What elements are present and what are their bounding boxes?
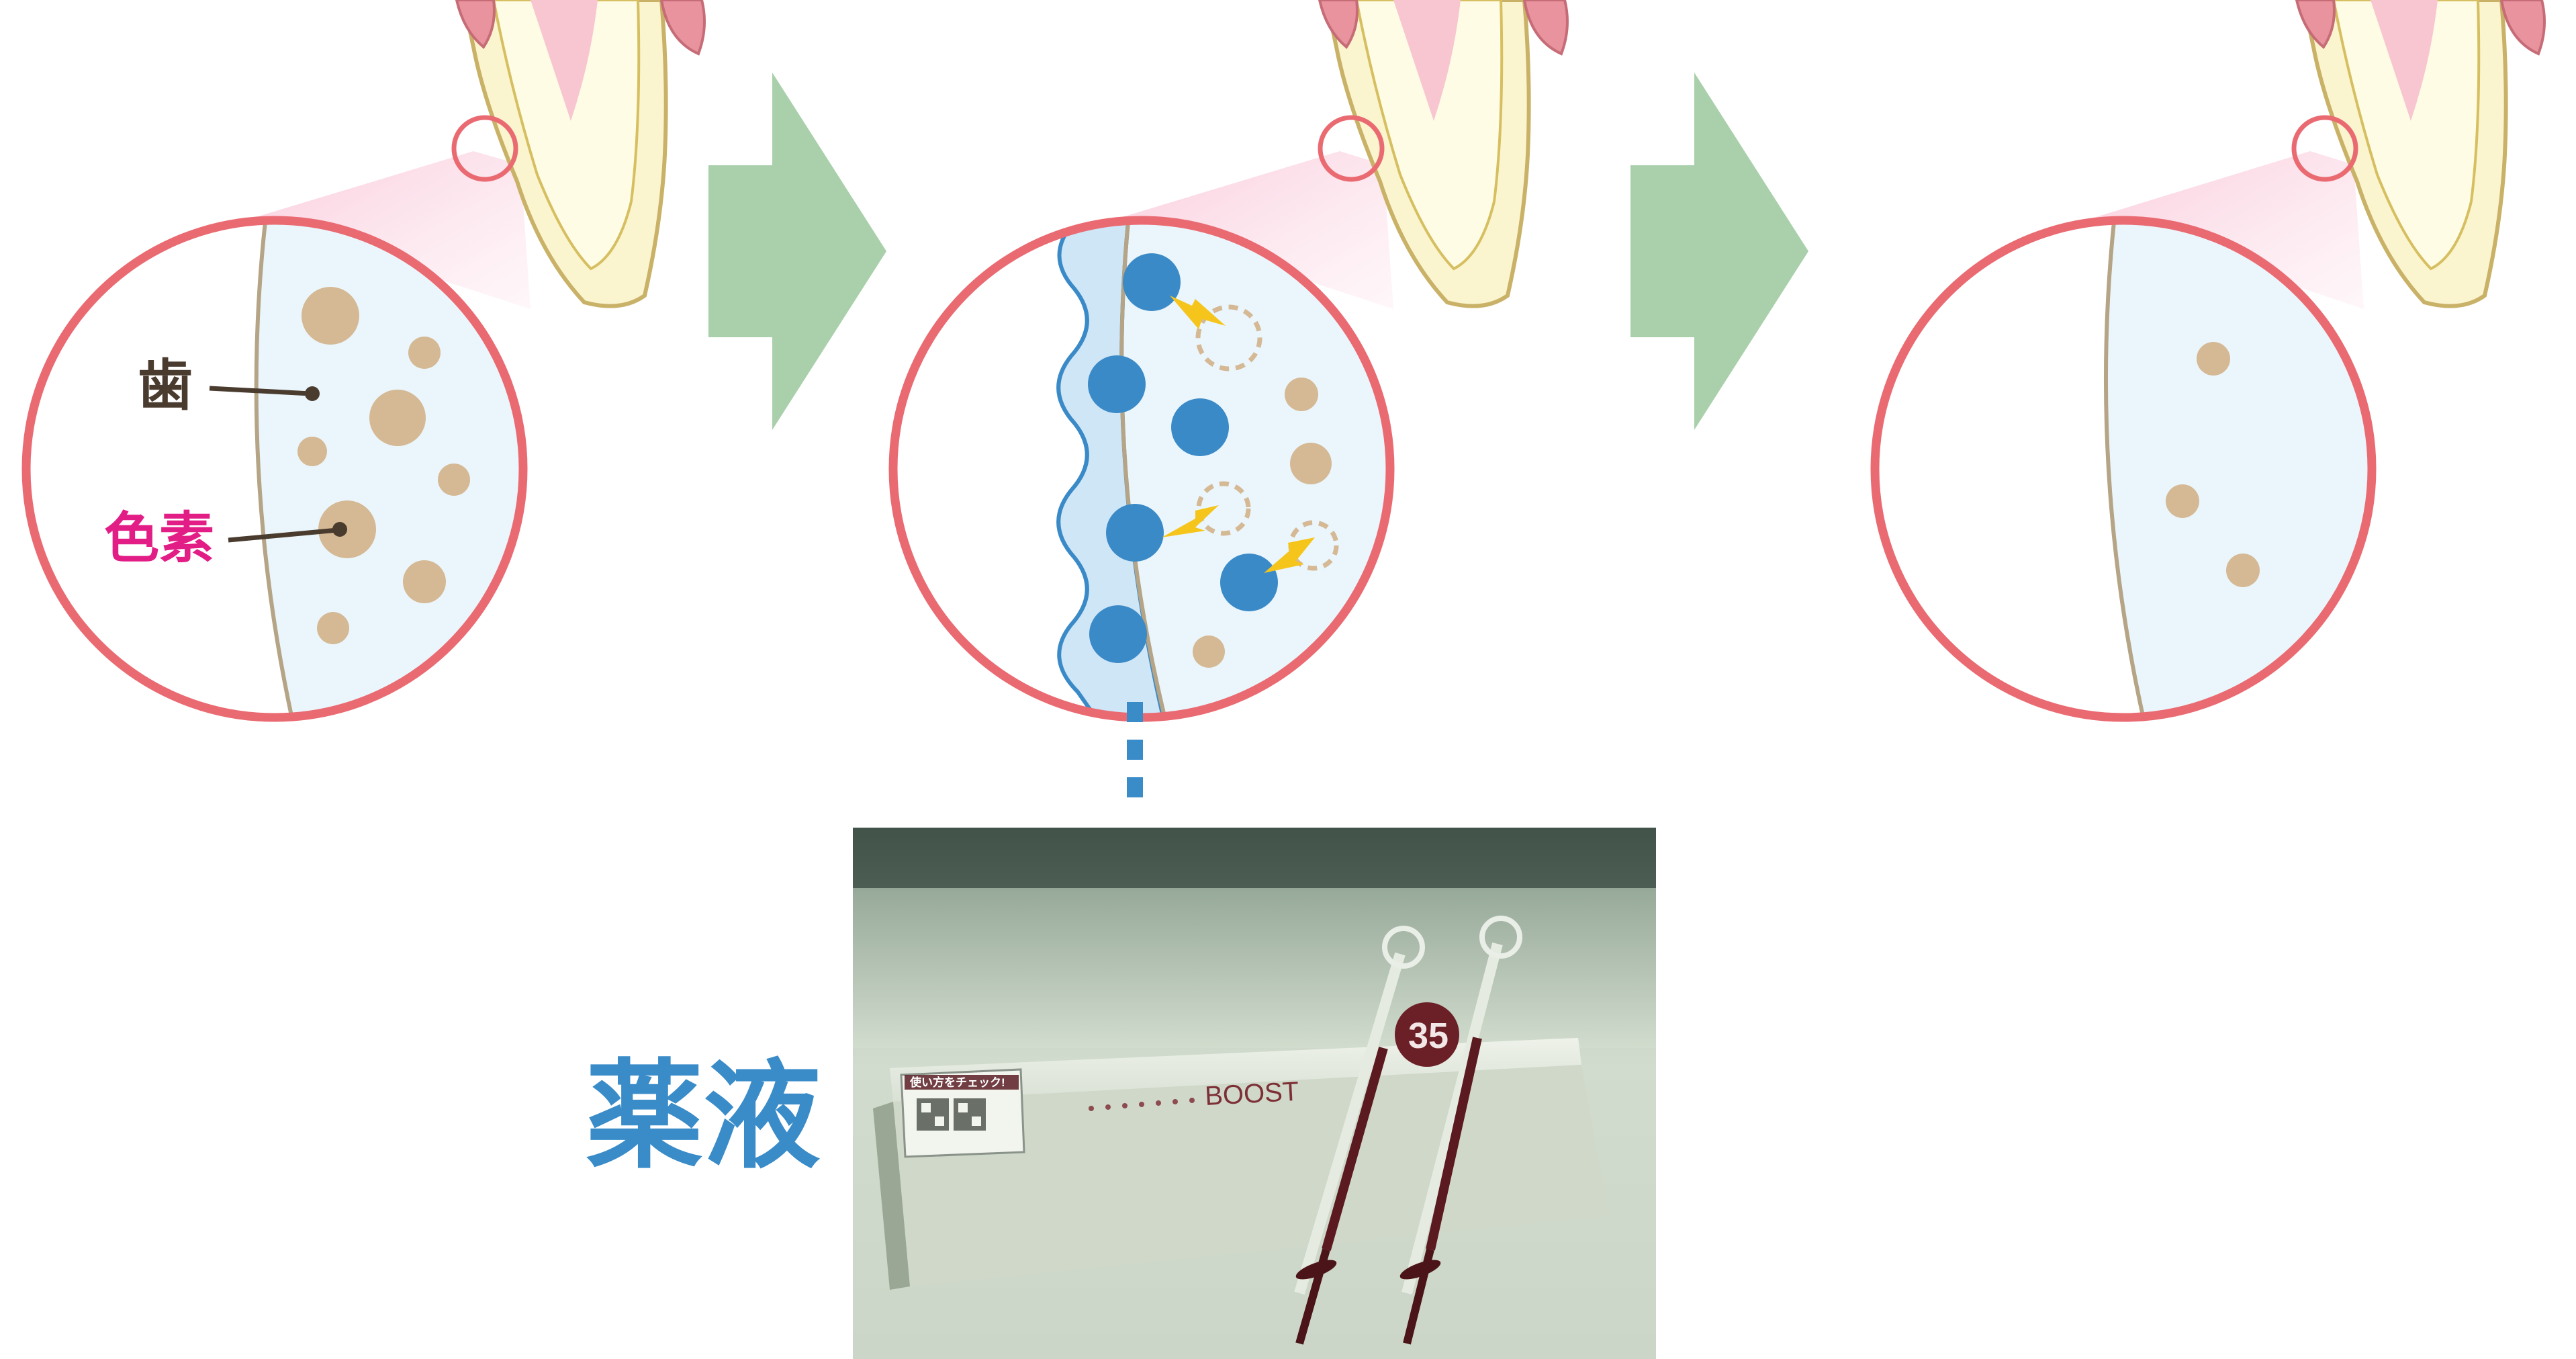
box-notice-text: 使い方をチェック! <box>909 1076 1005 1089</box>
agent-molecules <box>1088 253 1278 663</box>
gum-icon <box>1318 0 1569 56</box>
tooth-surface-line <box>1119 221 1167 717</box>
brand-text: BOOST <box>1204 1077 1299 1111</box>
product-box: 使い方をチェック! BOOST 35 <box>873 1002 1608 1290</box>
tooth-surface-line <box>254 221 294 717</box>
gum-icon <box>2295 0 2546 56</box>
gum-icon <box>455 0 706 56</box>
magnify-beam <box>2092 151 2364 309</box>
product-photo: 使い方をチェック! BOOST 35 <box>853 828 1656 1359</box>
svg-text:35: 35 <box>1408 1016 1448 1056</box>
arrow-right-icon <box>708 73 886 430</box>
pigment-label: 色素 <box>104 507 214 570</box>
focus-ring <box>2291 115 2358 182</box>
syringe-icon <box>1294 926 1425 1345</box>
pigment-particles <box>2166 342 2260 587</box>
lightning-icon <box>1162 296 1315 573</box>
magnified-circle <box>1870 216 2377 722</box>
panel-during <box>888 0 1569 809</box>
tooth-surface-line <box>2103 221 2146 717</box>
tooth-illustration <box>1318 0 1569 308</box>
badge-icon: 35 <box>1395 1002 1459 1067</box>
tooth-illustration <box>455 0 706 308</box>
magnified-circle <box>21 216 528 722</box>
focus-ring <box>1318 115 1385 182</box>
focus-ring <box>451 115 518 182</box>
medicine-label: 薬液 <box>586 1049 821 1185</box>
syringe-icon <box>1399 916 1522 1345</box>
panel-before: 歯 色素 <box>21 0 706 722</box>
panel-after <box>1870 0 2546 722</box>
pigment-label-group: 色素 <box>104 507 347 570</box>
magnify-beam <box>252 151 531 309</box>
tooth-label: 歯 <box>138 354 193 418</box>
magnify-beam <box>1118 151 1393 309</box>
pigment-particles <box>1193 378 1332 668</box>
tooth-illustration <box>2295 0 2546 308</box>
arrow-right-icon <box>1630 73 1808 430</box>
tooth-label-group: 歯 <box>138 354 320 418</box>
